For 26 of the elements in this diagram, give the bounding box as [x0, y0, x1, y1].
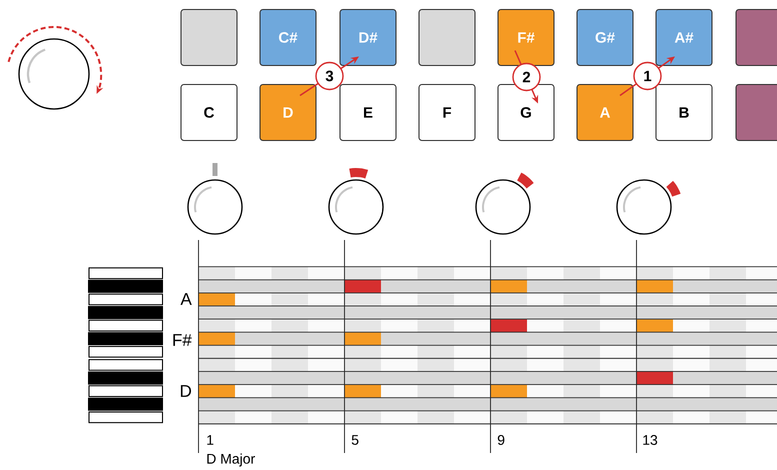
pad: D	[260, 84, 316, 141]
blank-pad	[180, 9, 238, 66]
blank-pad	[418, 9, 476, 66]
note-label: A	[180, 293, 192, 305]
step-number: 9	[498, 435, 504, 445]
pad: A	[576, 84, 634, 141]
callout-number: 2	[522, 72, 530, 82]
pad: D#	[340, 9, 396, 66]
note-label: D	[180, 385, 191, 397]
pad: B	[656, 84, 712, 141]
blank-pad	[736, 9, 777, 66]
blank-pad	[736, 84, 777, 141]
callout-number: 1	[644, 70, 652, 82]
pad: G#	[576, 9, 634, 66]
step-number: 1	[207, 435, 214, 445]
step-number: 13	[643, 435, 658, 445]
scale-label: D Major	[207, 453, 255, 466]
pad: F	[418, 84, 476, 141]
note-label: F#	[173, 334, 192, 346]
callout-number: 3	[326, 70, 334, 82]
pad: F#	[498, 9, 554, 66]
step-number: 5	[352, 435, 358, 445]
pad: A#	[656, 9, 712, 66]
pad: C	[180, 84, 238, 141]
pad: C#	[260, 9, 316, 66]
pad: E	[340, 84, 396, 141]
